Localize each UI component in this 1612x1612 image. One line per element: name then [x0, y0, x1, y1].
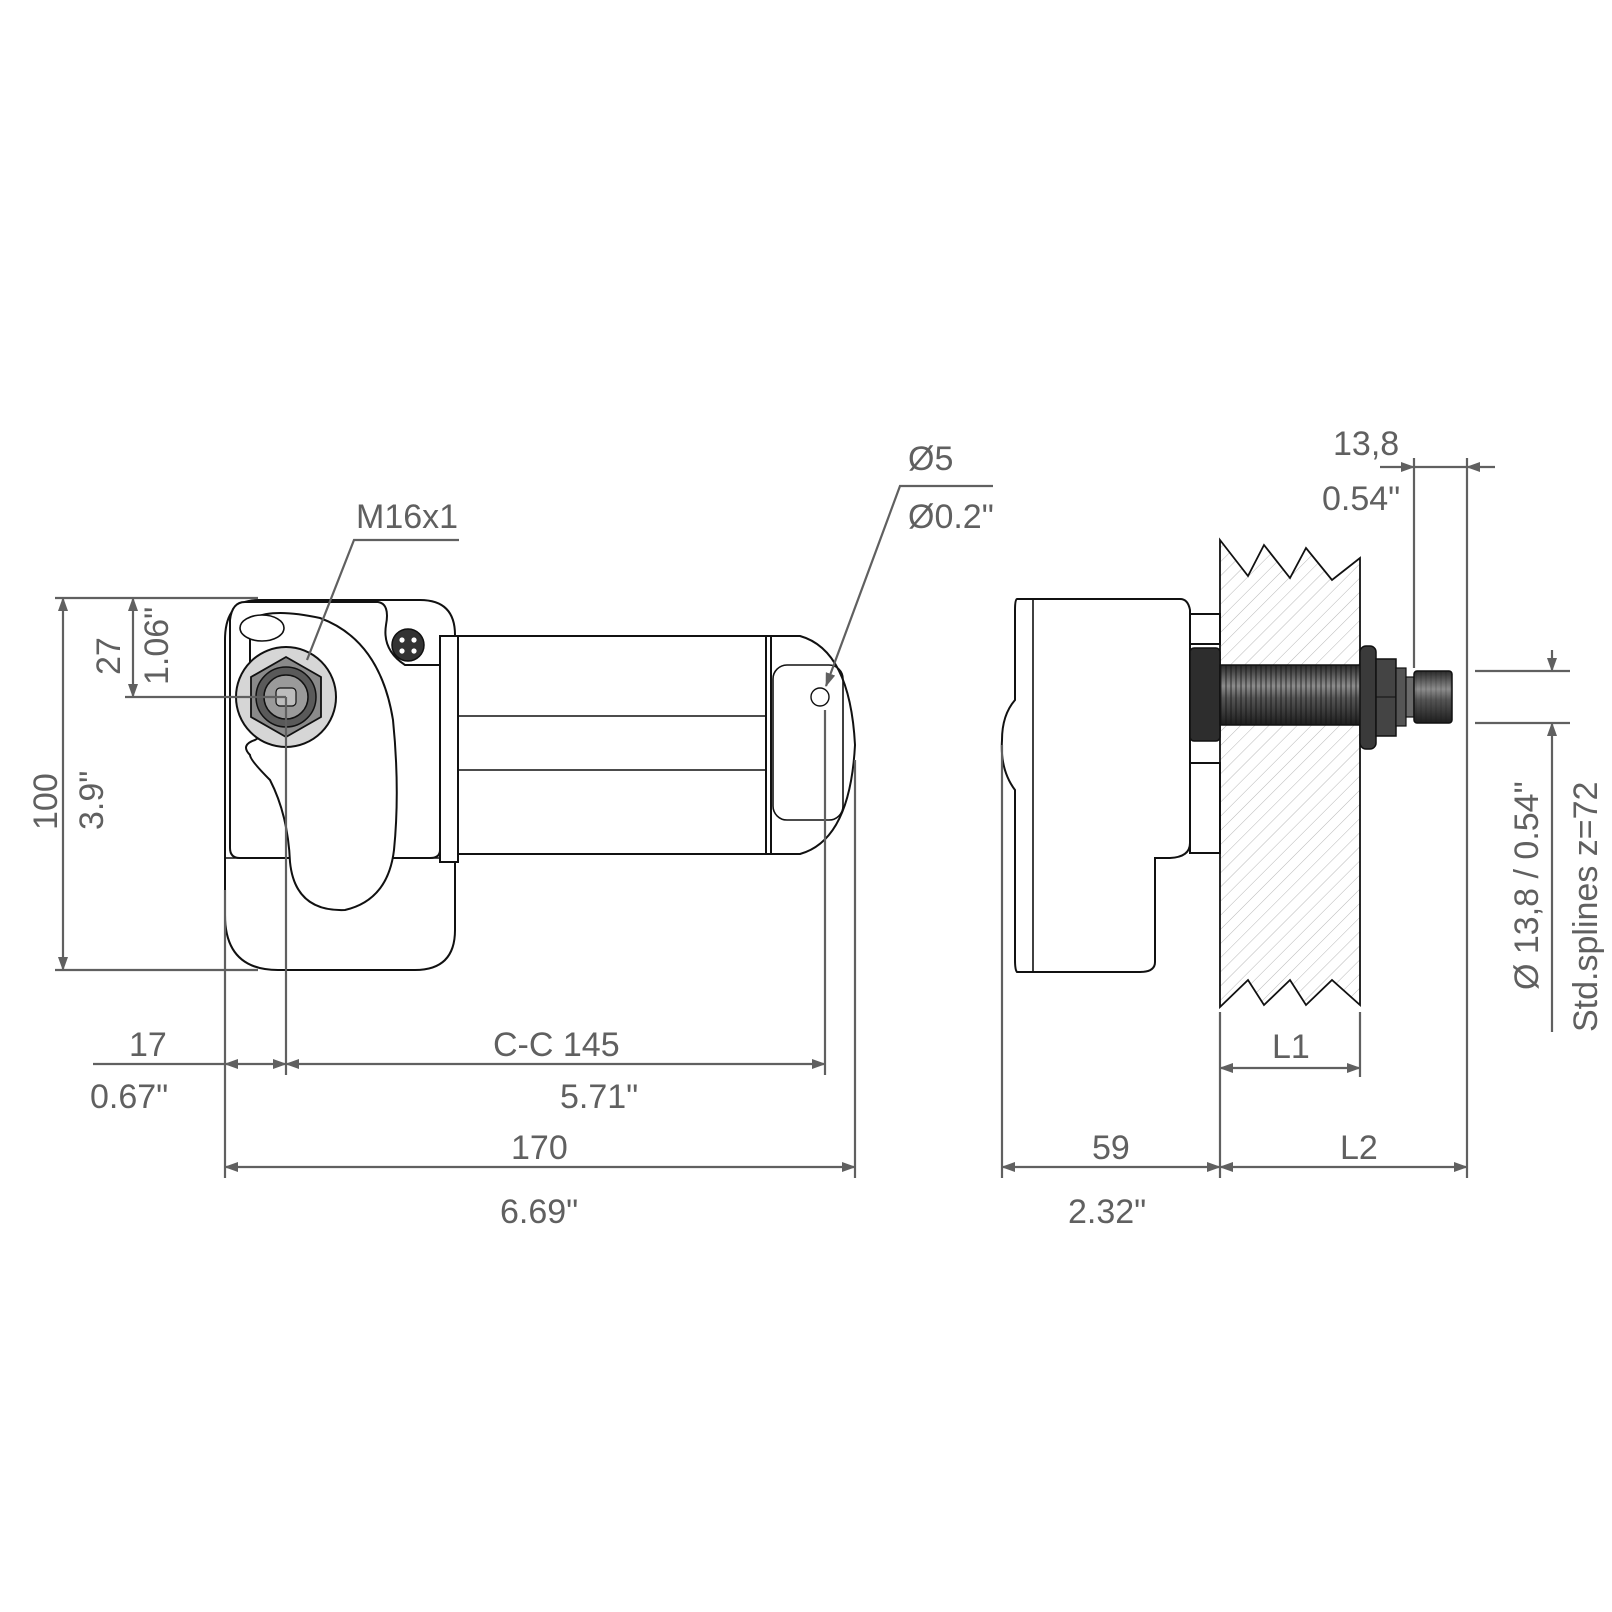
overall-length-mm-label: 170: [511, 1129, 568, 1167]
connector-icon: [391, 628, 425, 662]
shaft-offset-in-label: 1.06": [138, 607, 176, 685]
hole-callout-mm: Ø5: [908, 440, 953, 478]
side-view-motor: [1000, 537, 1453, 1010]
mounting-wall: [1219, 537, 1361, 1010]
wall-thickness-label: L1: [1272, 1028, 1310, 1066]
height-mm-label: 100: [27, 773, 65, 830]
spline-length-mm-label: 13,8: [1333, 425, 1399, 463]
side-view-dimensions: [1000, 458, 1570, 1178]
left-offset-in-label: 0.67": [90, 1078, 168, 1116]
bushing: [1189, 647, 1221, 742]
height-in-label: 3.9": [73, 771, 111, 830]
center-to-center-in-label: 5.71": [560, 1078, 638, 1116]
spline-length-in-label: 0.54": [1322, 480, 1400, 518]
left-offset-mm-label: 17: [129, 1026, 167, 1064]
center-to-center-mm-label: C-C 145: [493, 1026, 620, 1064]
spline-spec-label: Std.splines z=72: [1567, 782, 1605, 1032]
front-view-motor: [224, 599, 857, 971]
overall-length-in-label: 6.69": [500, 1193, 578, 1231]
mounting-hole: [810, 687, 830, 707]
hole-callout-in: Ø0.2": [908, 498, 994, 536]
shaft-offset-mm-label: 27: [90, 637, 128, 675]
spline-diameter-label: Ø 13,8 / 0.54": [1508, 781, 1546, 990]
washer: [1359, 645, 1377, 750]
body-depth-in-label: 2.32": [1068, 1193, 1146, 1231]
body-depth-mm-label: 59: [1092, 1129, 1130, 1167]
front-view-dimensions: [55, 484, 993, 1178]
shaft-length-label: L2: [1340, 1129, 1378, 1167]
thread-callout: M16x1: [356, 498, 458, 536]
